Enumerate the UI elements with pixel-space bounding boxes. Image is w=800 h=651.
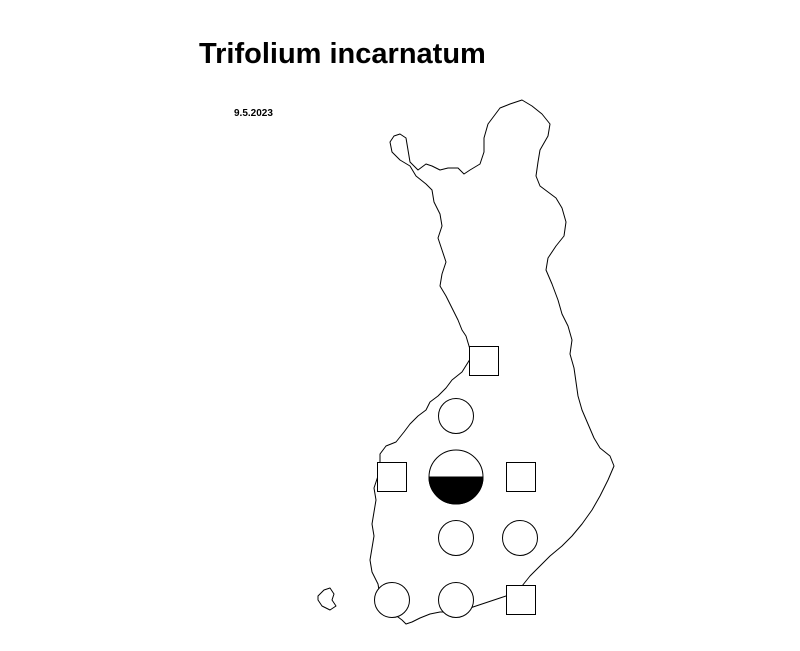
square-marker [469, 346, 499, 376]
finland-outline [369, 99, 615, 625]
square-marker [377, 462, 407, 492]
square-marker [506, 462, 536, 492]
half-filled-circle-marker [428, 449, 484, 505]
circle-marker [438, 582, 474, 618]
circle-marker [438, 520, 474, 556]
map-date: 9.5.2023 [234, 108, 273, 119]
aland-islands [317, 587, 337, 611]
map-title: Trifolium incarnatum [199, 38, 486, 70]
square-marker [506, 585, 536, 615]
circle-marker [374, 582, 410, 618]
circle-marker [438, 398, 474, 434]
circle-marker [502, 520, 538, 556]
record-markers [374, 346, 538, 618]
